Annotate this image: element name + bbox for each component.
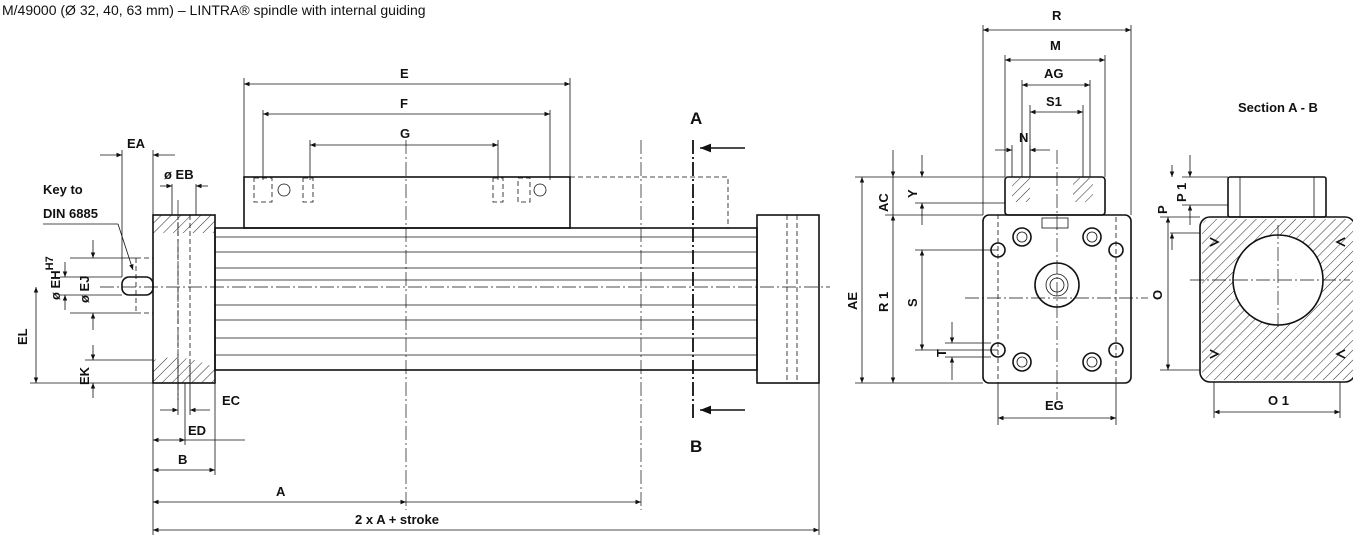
dim-p: P: [1155, 205, 1170, 214]
dim-eg: EG: [1045, 398, 1064, 413]
section-carriage: [1227, 176, 1327, 218]
dim-ag: AG: [1044, 66, 1064, 81]
dim-a: A: [276, 484, 286, 499]
dim-ec: EC: [222, 393, 241, 408]
key-note-line1: Key to: [43, 182, 83, 197]
end-view: R M AG S1 N AC Y AE R 1 S: [845, 8, 1148, 425]
dim-eb: ø EB: [164, 167, 194, 182]
dim-s: S: [905, 298, 920, 307]
section-title: Section A - B: [1238, 100, 1318, 115]
dim-ek: EK: [77, 366, 92, 385]
dim-m: M: [1050, 38, 1061, 53]
dim-o: O: [1150, 290, 1165, 300]
shaft-key: [121, 276, 154, 296]
dim-r: R: [1052, 8, 1062, 23]
dim-ea: EA: [127, 136, 146, 151]
dim-g: G: [400, 126, 410, 141]
dim-t: T: [934, 349, 949, 357]
dim-ae: AE: [845, 292, 860, 310]
dim-ed: ED: [188, 423, 206, 438]
dim-o1: O 1: [1268, 393, 1289, 408]
dim-total: 2 x A + stroke: [355, 512, 439, 527]
dim-r1: R 1: [876, 292, 891, 312]
section-profile: [1199, 216, 1353, 383]
dim-f: F: [400, 96, 408, 111]
dim-p1: P 1: [1174, 183, 1189, 202]
dim-e: E: [400, 66, 409, 81]
section-label-a: A: [690, 109, 702, 128]
dim-ej: ø EJ: [77, 276, 92, 303]
right-end-cap: [756, 214, 820, 384]
section-label-b: B: [690, 437, 702, 456]
key-note-line2: DIN 6885: [43, 206, 98, 221]
end-bolts: [990, 227, 1124, 372]
side-view: A B E F G EA ø EB Key to DIN 6885: [15, 66, 830, 535]
dim-el: EL: [15, 328, 30, 345]
dim-s1: S1: [1046, 94, 1062, 109]
left-end-cap: [152, 214, 216, 384]
dim-y: Y: [905, 189, 920, 198]
cylinder-barrel: [214, 227, 758, 371]
dim-n: N: [1019, 130, 1028, 145]
section-view: Section A - B P 1 P O O 1: [1150, 100, 1353, 418]
carriage: [243, 176, 571, 229]
dim-ac: AC: [876, 193, 891, 212]
drawing-title: M/49000 (Ø 32, 40, 63 mm) – LINTRA® spin…: [2, 2, 426, 18]
dim-eh: ø EHH7: [44, 256, 63, 300]
dim-b: B: [178, 452, 187, 467]
